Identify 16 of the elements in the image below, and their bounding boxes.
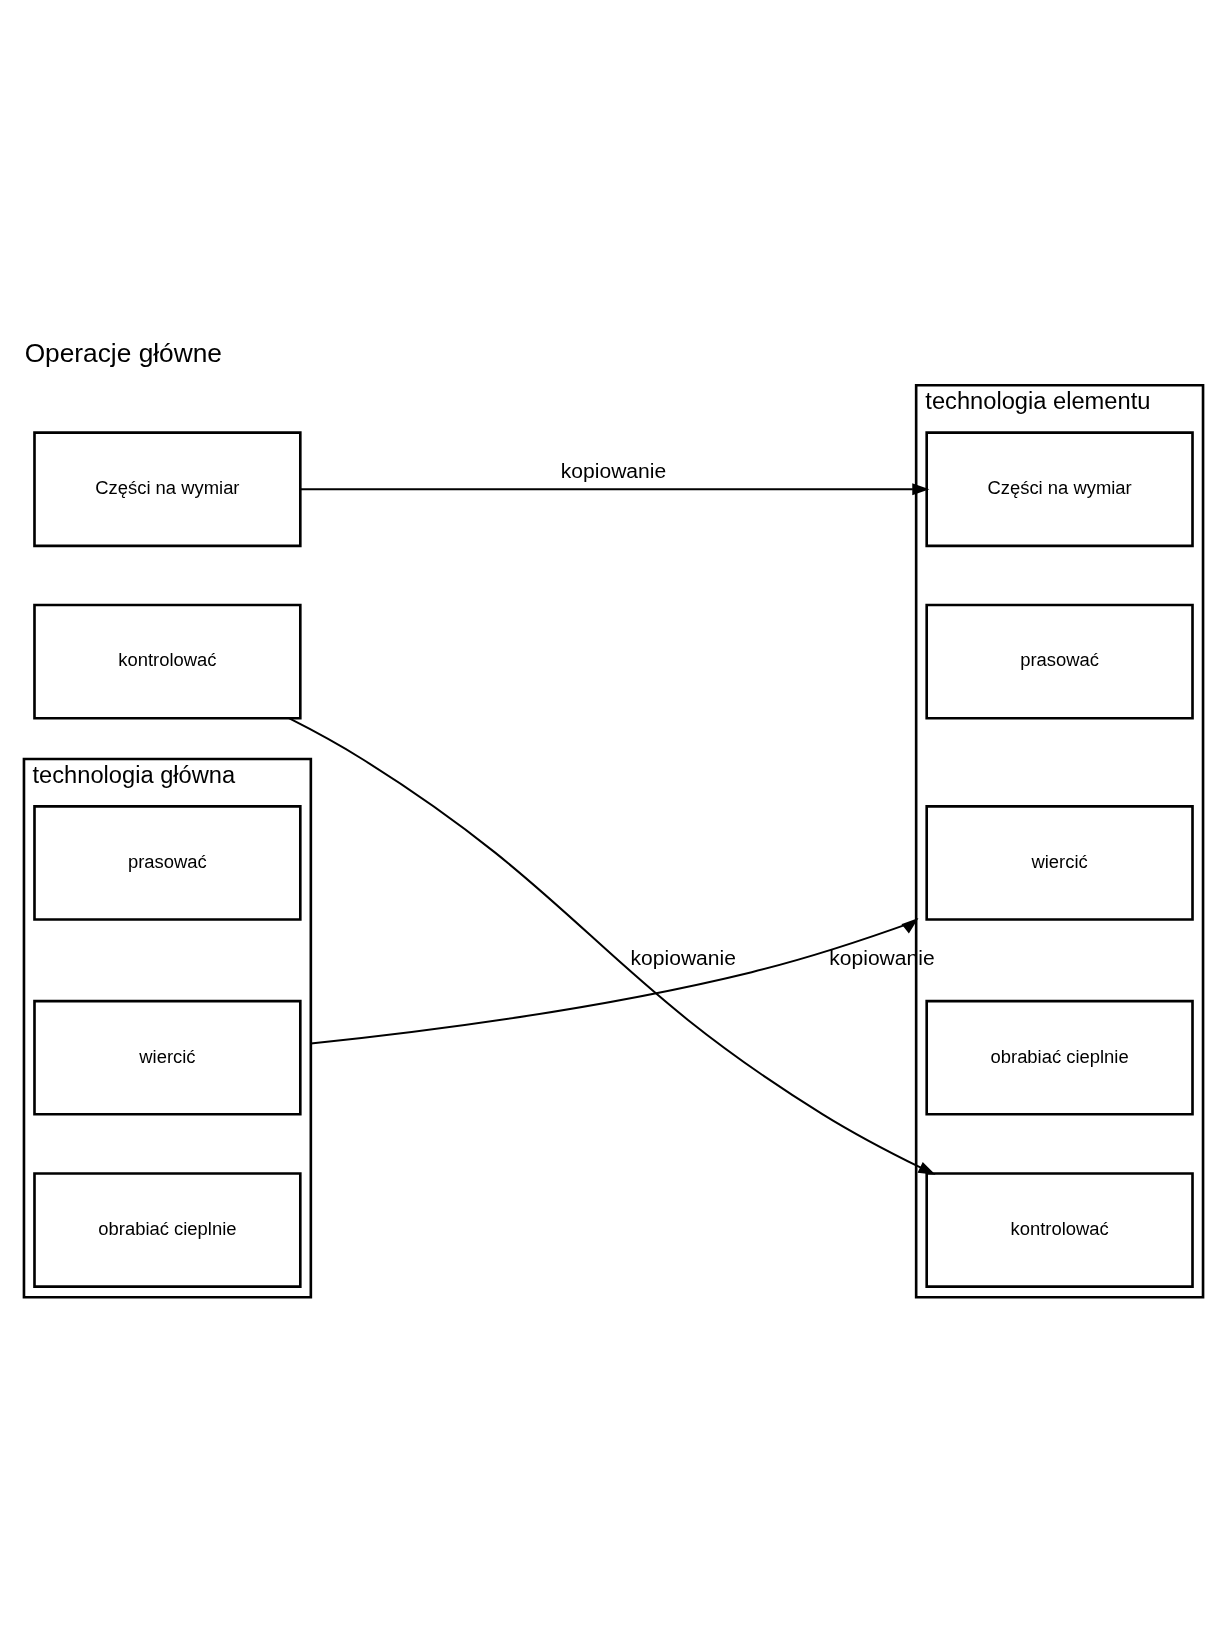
node-box: obrabiać cieplnie xyxy=(33,1171,302,1288)
node-box: kontrolować xyxy=(925,1171,1194,1288)
node-box: Części na wymiar xyxy=(925,430,1194,547)
arrow xyxy=(309,917,919,1045)
node-box: Części na wymiar xyxy=(33,430,302,547)
arrow xyxy=(287,716,936,1175)
node-box: obrabiać cieplnie xyxy=(925,999,1194,1116)
node-box: kontrolować xyxy=(33,603,302,719)
edge-label: kopiowanie xyxy=(630,945,736,969)
edge-label: kopiowanie xyxy=(560,458,667,482)
node-box: prasować xyxy=(925,603,1194,719)
node-box: wiercić xyxy=(33,999,302,1116)
node-box: wiercić xyxy=(925,804,1194,921)
node-box: prasować xyxy=(33,804,302,921)
diagram-title: Operacje główne xyxy=(24,337,222,368)
arrow xyxy=(299,482,930,495)
